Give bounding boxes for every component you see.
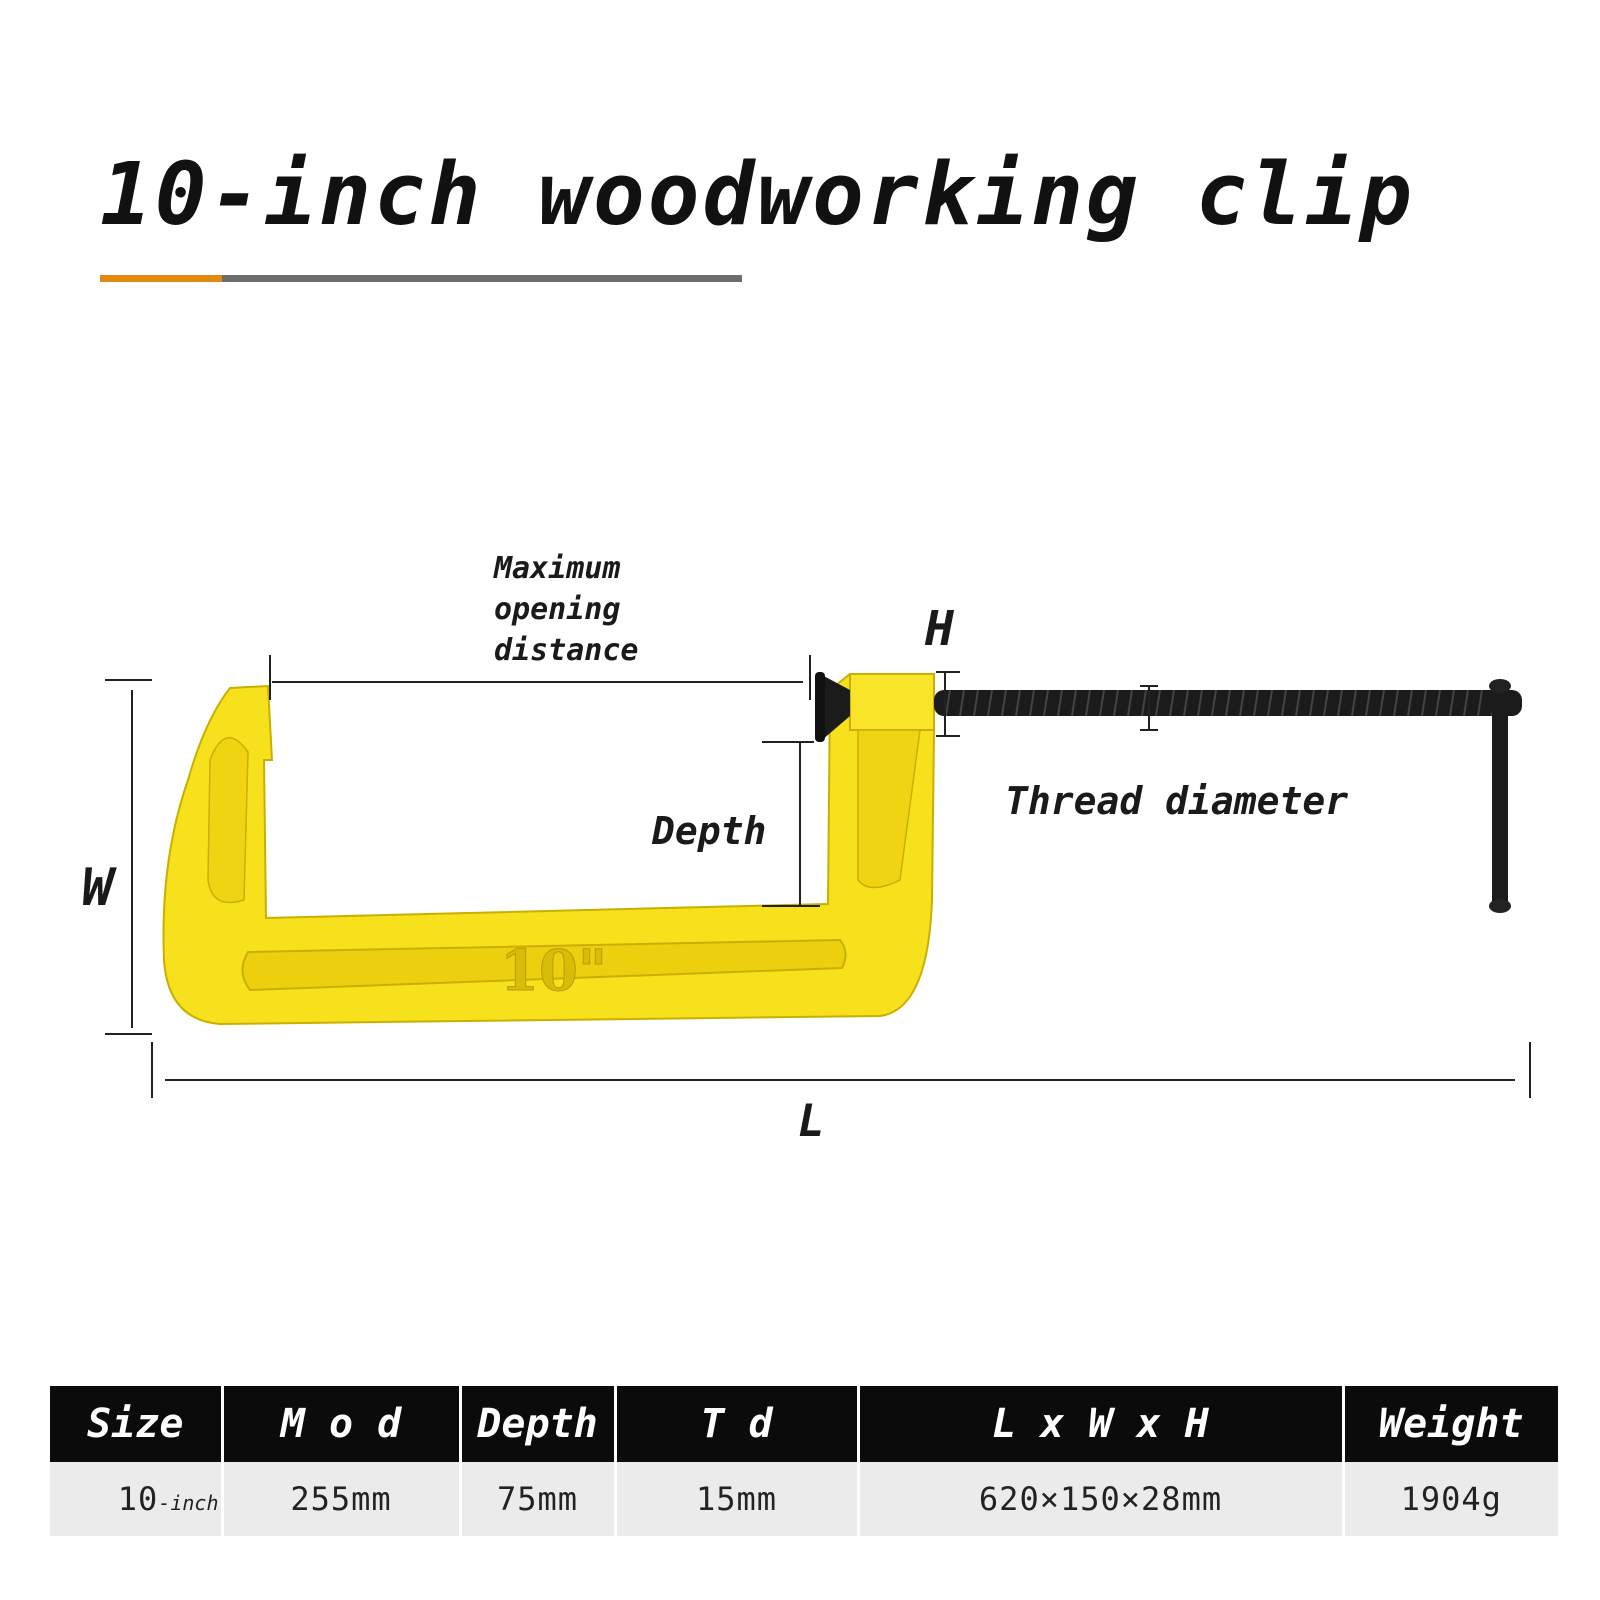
clamp-screw [815, 672, 1522, 913]
header-mod: M o d [222, 1386, 462, 1462]
header-td: T d [615, 1386, 860, 1462]
header-lwh: L x W x H [858, 1386, 1345, 1462]
header-size: Size [50, 1386, 224, 1462]
max-opening-label: Maximum opening distance [494, 551, 639, 668]
cell-mod: 255mm [222, 1462, 462, 1536]
clamp-frame [162, 673, 935, 1026]
height-label: H [925, 601, 954, 657]
header-depth: Depth [460, 1386, 617, 1462]
title-underline [222, 275, 742, 282]
cell-size: 10-inch [50, 1462, 224, 1536]
spec-table-header: Size M o d Depth T d L x W x H Weight [50, 1386, 1558, 1462]
thread-diameter-label: Thread diameter [1005, 779, 1349, 823]
size-value: 10 [117, 1480, 159, 1518]
dimension-lines [105, 655, 1531, 1098]
width-label: W [82, 858, 114, 918]
cell-lwh: 620×150×28mm [858, 1462, 1345, 1536]
clamp-diagram: 10" [105, 655, 1531, 1098]
cell-weight: 1904g [1343, 1462, 1558, 1536]
cell-td: 15mm [615, 1462, 860, 1536]
clamp-marking: 10" [500, 938, 607, 1004]
table-row: 10-inch 255mm 75mm 15mm 620×150×28mm 190… [50, 1462, 1558, 1536]
length-label: L [798, 1096, 825, 1147]
depth-label: Depth [652, 809, 767, 853]
spec-table: Size M o d Depth T d L x W x H Weight 10… [50, 1386, 1558, 1536]
header-weight: Weight [1343, 1386, 1558, 1462]
title-underline-accent [100, 275, 222, 282]
cell-depth: 75mm [460, 1462, 617, 1536]
size-unit: -inch [158, 1491, 219, 1515]
page-title: 10-inch woodworking clip [100, 145, 1415, 245]
